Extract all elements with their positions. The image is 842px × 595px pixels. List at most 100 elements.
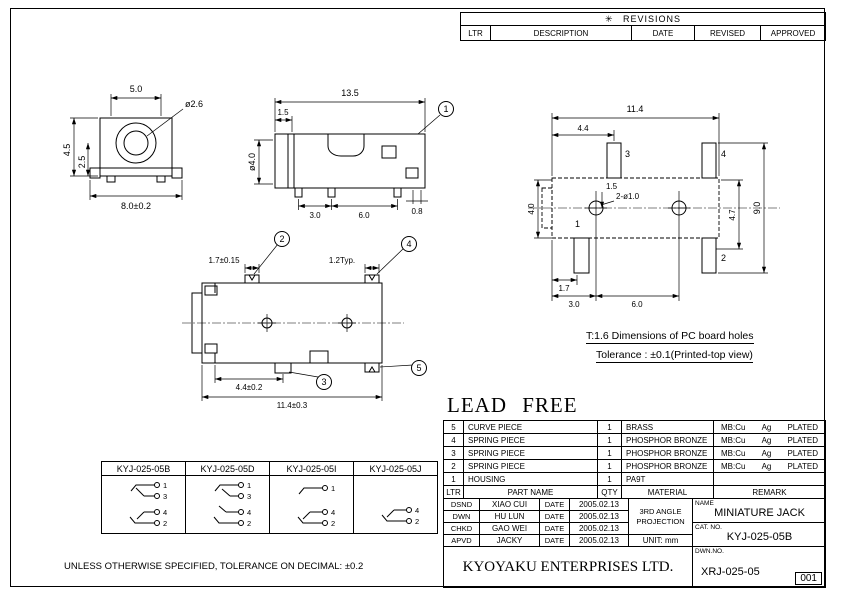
pcb-dim-left-height-label: 4.0 — [527, 203, 536, 215]
balloon-1-circle — [438, 101, 454, 117]
variant-schematic-05i: 1 4 2 — [269, 475, 354, 534]
balloon-1-label: 1 — [443, 104, 448, 114]
pcb-hole-callout-label: 2-ø1.0 — [616, 192, 640, 201]
pin-label: 1 — [163, 481, 167, 490]
side-body-outline — [274, 133, 426, 198]
variant-schematic-05b: 1 3 4 2 — [101, 475, 186, 534]
sheet-no-box: 001 — [795, 572, 822, 585]
cat-no-label: CAT. NO. — [695, 524, 722, 531]
bottom-dim-total-label: 11.4±0.3 — [277, 401, 308, 410]
remark-finish: PLATED — [787, 448, 818, 458]
parts-header-qty: QTY — [597, 485, 622, 499]
pcb-dim-right-height-label: 9.0 — [752, 202, 762, 215]
pcb-note-2: Tolerance : ±0.1(Printed-top view) — [596, 349, 753, 363]
part-ltr: 2 — [443, 459, 464, 473]
pcb-dim-right-mid-label: 4.7 — [728, 209, 737, 221]
part-material: BRASS — [621, 420, 714, 434]
schematic-05i: 1 4 2 — [297, 484, 335, 528]
part-remark — [713, 472, 826, 486]
parts-header-name: PART NAME — [463, 485, 598, 499]
part-qty: 1 — [597, 459, 622, 473]
signoff-role: CHKD — [444, 523, 480, 535]
remark-finish: PLATED — [787, 435, 818, 445]
side-dim-lines — [254, 98, 441, 210]
balloon-2-label: 2 — [279, 234, 284, 244]
pcb-dim-hole-y-label: 1.5 — [606, 182, 618, 191]
revisions-title: ✳ REVISIONS — [460, 12, 826, 26]
parts-header-material: MATERIAL — [621, 485, 714, 499]
signoff-date: 2005.02.13 — [570, 535, 629, 547]
revisions-col-ltr: LTR — [460, 25, 491, 41]
revisions-col-revised: REVISED — [694, 25, 761, 41]
pin-label: 3 — [247, 492, 251, 501]
part-name: SPRING PIECE — [463, 433, 598, 447]
pcb-pads — [573, 142, 717, 274]
pcb-pad4-label: 4 — [721, 149, 726, 159]
lead-free-marking: LEAD FREE — [447, 393, 578, 417]
sheet-frame — [10, 8, 825, 587]
revisions-col-date: DATE — [631, 25, 695, 41]
company-name: KYOYAKU ENTERPRISES LTD. — [444, 547, 693, 588]
side-dim-offset-label: 1.5 — [277, 108, 289, 117]
signoff-date-label: DATE — [540, 511, 570, 523]
remark-metal: Ag — [761, 448, 772, 458]
front-dim-top-label: 5.0 — [130, 84, 143, 94]
balloon-5-circle — [411, 360, 427, 376]
pcb-outline — [528, 177, 780, 239]
dwg-no: XRJ-025-05 — [701, 565, 760, 578]
dwg-no-cell: DWN.NO. XRJ-025-05 001 — [693, 547, 826, 588]
schematic-05d: 1 3 4 2 — [213, 481, 251, 528]
signoff-name: JACKY — [480, 535, 540, 547]
part-ltr: 3 — [443, 446, 464, 460]
bottom-view-drawing: 2 4 3 5 1.7±0.15 1.2Typ. 4.4±0.2 11.4±0.… — [182, 231, 427, 410]
bottom-body-outline — [191, 274, 383, 374]
signoff-date: 2005.02.13 — [570, 523, 629, 535]
projection-cell: 3RD ANGLE PROJECTION — [629, 499, 693, 535]
revisions-title-text: REVISIONS — [623, 13, 682, 24]
variant-model: KYJ-025-05D — [185, 461, 270, 476]
remark-base: MB:Cu — [721, 435, 746, 445]
revisions-col-approved: APPROVED — [760, 25, 826, 41]
schematic-05j: 4 2 — [381, 506, 419, 526]
pcb-dim-pad-b-label: 1.7 — [558, 284, 570, 293]
remark-base: MB:Cu — [721, 422, 746, 432]
title-block: DSND XIAO CUI DATE 2005.02.13 DWN HU LUN… — [443, 498, 826, 588]
cat-no: KYJ-025-05B — [726, 531, 793, 543]
part-qty: 1 — [597, 472, 622, 486]
bottom-dim-notch-label: 1.7±0.15 — [208, 256, 240, 265]
pin-label: 2 — [247, 519, 251, 528]
part-ltr: 5 — [443, 420, 464, 434]
dwg-no-label: DWN.NO. — [695, 548, 724, 555]
unit-cell: UNIT: mm — [629, 535, 693, 547]
balloon-4-circle — [401, 236, 417, 252]
signoff-name: GAO WEI — [480, 523, 540, 535]
signoff-date-label: DATE — [540, 535, 570, 547]
pcb-dim-pad-x-label: 4.4 — [577, 124, 589, 133]
balloon-5-label: 5 — [416, 363, 421, 373]
signoff-role: APVD — [444, 535, 480, 547]
product-name: MINIATURE JACK — [714, 507, 805, 519]
pcb-dim-lines — [534, 113, 768, 301]
front-dim-bottom-label: 8.0±0.2 — [121, 201, 151, 211]
side-dim-pitch2-label: 6.0 — [358, 211, 370, 220]
front-dim-lines — [70, 94, 184, 200]
pin-label: 4 — [163, 508, 167, 517]
parts-header-remark: REMARK — [713, 485, 826, 499]
product-name-cell: NAME MINIATURE JACK — [693, 499, 826, 523]
part-material: PHOSPHOR BRONZE — [621, 446, 714, 460]
side-dim-tail-label: 0.8 — [411, 207, 423, 216]
schematic-05b: 1 3 4 2 — [129, 481, 167, 528]
signoff-role: DSND — [444, 499, 480, 511]
pcb-dim-total-width-label: 11.4 — [627, 104, 644, 114]
bottom-dim-mid-label: 4.4±0.2 — [236, 383, 263, 392]
part-name: CURVE PIECE — [463, 420, 598, 434]
pin-label: 4 — [331, 508, 335, 517]
pin-label: 4 — [415, 506, 419, 515]
remark-finish: PLATED — [787, 461, 818, 471]
pcb-pad2-label: 2 — [721, 253, 726, 263]
